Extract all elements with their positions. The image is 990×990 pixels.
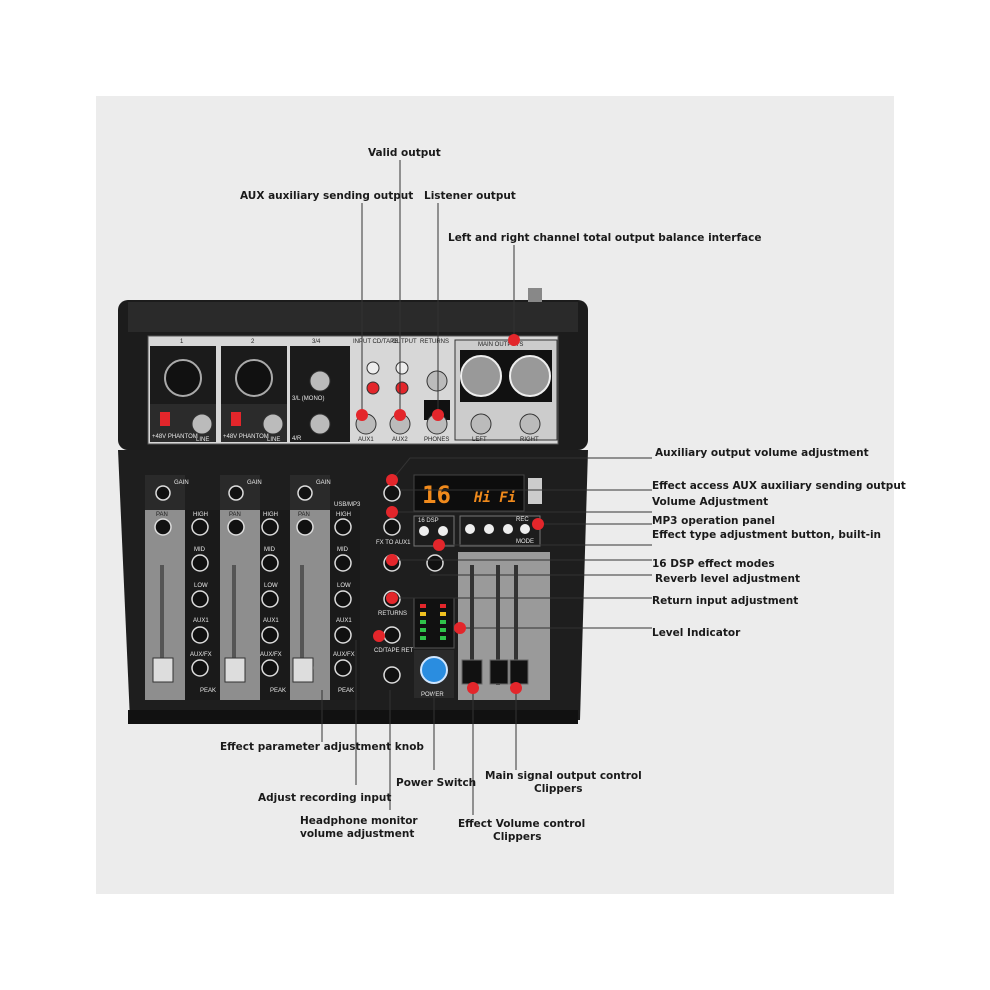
callout-markers [356,334,544,694]
output-label: OUTPUT [392,339,417,345]
power-icon[interactable] [420,656,448,684]
callout-aux-sending-output: AUX auxiliary sending output [240,190,413,202]
display-number: 16 [422,481,451,509]
low-3-label: LOW [337,583,351,589]
aux2-label: AUX2 [392,437,408,443]
low-2-label: LOW [264,583,278,589]
high-2-label: HIGH [263,512,278,518]
callout-return-input: Return input adjustment [652,595,798,607]
callout-adjust-recording: Adjust recording input [258,792,391,804]
returns-knob-label: RETURNS [378,611,407,617]
mid-1-label: MID [194,547,206,553]
auxfx-1-label: AUX/FX [190,652,212,658]
auxfx-2-label: AUX/FX [260,652,282,658]
mixer-body: 16 Hi Fi 1 2 3/4 3/L (MONO) 4/R [118,288,588,724]
dsp-label: 16 DSP [418,518,439,524]
callout-main-signal-2: Clippers [534,783,583,795]
phantom-2-label: +48V PHANTOM [223,434,269,440]
gain-1-label: GAIN [174,480,189,486]
mid-2-label: MID [264,547,276,553]
pan-1-label: PAN [156,512,168,518]
peak-3-label: PEAK [338,688,354,694]
right-output-label: RIGHT [520,437,539,443]
aux1-knob-1-label: AUX1 [193,618,209,624]
line-1-label: LINE [196,437,209,443]
phantom-1-label: +48V PHANTOM [152,434,198,440]
left-output-label: LEFT [472,437,487,443]
callout-lr-balance: Left and right channel total output bala… [448,232,761,244]
low-1-label: LOW [194,583,208,589]
callout-main-signal-1: Main signal output control [485,770,642,782]
callout-headphone-monitor-2: volume adjustment [300,828,414,840]
callout-headphone-monitor-1: Headphone monitor [300,815,418,827]
channel-1-number: 1 [180,339,184,345]
callout-valid-output: Valid output [368,147,441,159]
stereo-input-label: 3/L (MONO) [292,396,324,402]
main-outputs-label: MAIN OUTPUTS [478,342,523,348]
leader-lines [321,160,652,815]
channel-34-number: 3/4 [312,339,321,345]
cdtape-ret-label: CD/TAPE RET [374,648,414,654]
aux1-label: AUX1 [358,437,374,443]
usb-label: USB/MP3 [334,502,361,508]
fx-to-aux-label: FX TO AUX1 [376,540,411,546]
callout-listener-output: Listener output [424,190,516,202]
gain-3-label: GAIN [316,480,331,486]
line-2-label: LINE [267,437,280,443]
gain-2-label: GAIN [247,480,262,486]
callout-volume-adjustment: Volume Adjustment [652,496,768,508]
peak-1-label: PEAK [200,688,216,694]
callout-effect-volume-2: Clippers [493,831,542,843]
aux1-knob-2-label: AUX1 [263,618,279,624]
mid-3-label: MID [337,547,349,553]
callout-effect-access-aux: Effect access AUX auxiliary sending outp… [652,480,906,492]
callout-effect-volume-1: Effect Volume control [458,818,585,830]
high-1-label: HIGH [193,512,208,518]
mode-label: MODE [516,539,534,545]
peak-2-label: PEAK [270,688,286,694]
aux1-knob-3-label: AUX1 [336,618,352,624]
rec-label: REC [516,517,529,523]
phones-label: PHONES [424,437,449,443]
power-label: POWER [421,692,444,698]
callout-reverb-level: Reverb level adjustment [655,573,800,585]
callout-effect-type-button: Effect type adjustment button, built-in [652,529,881,541]
high-3-label: HIGH [336,512,351,518]
callout-labels: Valid output AUX auxiliary sending outpu… [220,147,906,843]
stereo-input-label-right: 4/R [292,436,302,442]
pan-3-label: PAN [298,512,310,518]
callout-level-indicator: Level Indicator [652,627,741,639]
callout-effect-param-knob: Effect parameter adjustment knob [220,741,424,753]
callout-dsp-modes: 16 DSP effect modes [652,558,775,570]
returns-label: RETURNS [420,339,449,345]
input-cd-tape-label: INPUT CD/TAPE [353,339,398,345]
display-text: Hi Fi [473,490,516,506]
callout-aux-output-volume: Auxiliary output volume adjustment [655,447,869,459]
pan-2-label: PAN [229,512,241,518]
auxfx-3-label: AUX/FX [333,652,355,658]
channel-2-number: 2 [251,339,255,345]
callout-power-switch: Power Switch [396,777,476,789]
callout-mp3-panel: MP3 operation panel [652,515,775,527]
